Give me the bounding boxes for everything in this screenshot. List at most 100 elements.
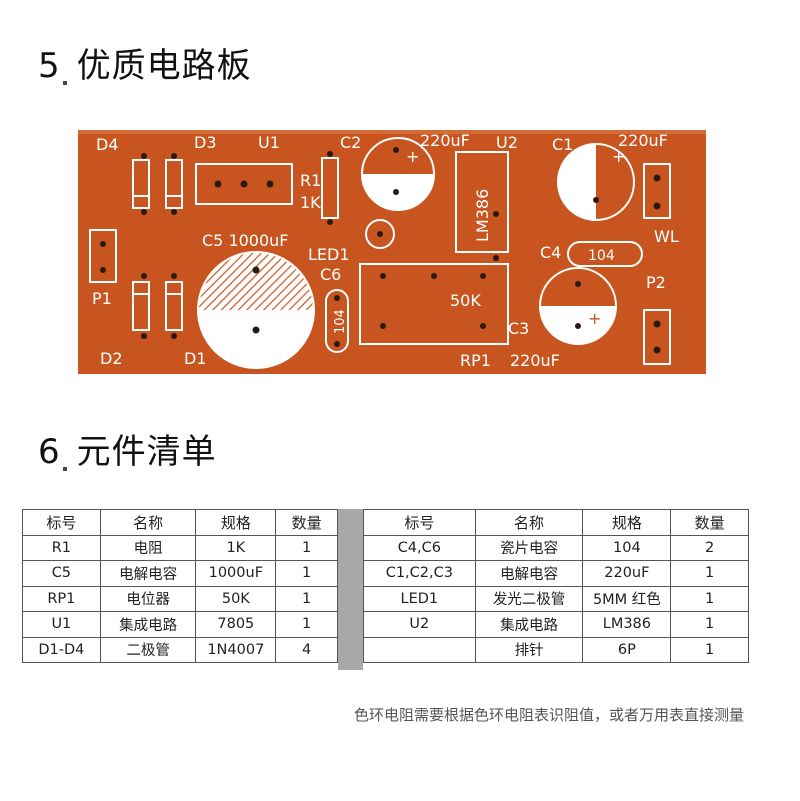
c1-plus-mark: +: [612, 147, 625, 166]
cell-qty: 1: [670, 560, 749, 587]
led1-footprint: [365, 219, 395, 249]
label-c2-value: 220uF: [420, 131, 470, 150]
cell-ref: LED1: [363, 585, 476, 612]
label-u1: U1: [258, 133, 280, 152]
table-row: C1,C2,C3 电解电容 220uF 1: [363, 560, 749, 587]
label-rp1: RP1: [460, 351, 491, 370]
cell-spec: 5MM 红色: [582, 585, 672, 612]
cell-ref: D1-D4: [22, 636, 101, 663]
cell-name: 电解电容: [474, 560, 584, 587]
cell-spec: 220uF: [582, 560, 672, 587]
label-c1-value: 220uF: [618, 131, 668, 150]
section-dot: [62, 467, 67, 471]
header-ref: 标号: [22, 509, 101, 536]
label-d2: D2: [100, 349, 123, 368]
board-edge: [78, 130, 706, 134]
header-name: 名称: [474, 509, 584, 536]
cell-name: 集成电路: [99, 611, 197, 638]
label-c1: C1: [552, 135, 573, 154]
table-row: C4,C6 瓷片电容 104 2: [363, 534, 749, 561]
cap-c1-footprint: [557, 143, 635, 221]
section-title: 优质电路板: [76, 46, 252, 86]
cell-spec: 1000uF: [195, 560, 277, 587]
label-c4-value: 104: [588, 248, 615, 264]
cell-ref: C4,C6: [363, 534, 476, 561]
c2-plus-mark: +: [406, 147, 419, 166]
cell-spec: 7805: [195, 611, 277, 638]
table-header-row: 标号 名称 规格 数量: [22, 509, 338, 536]
table-row: D1-D4 二极管 1N4007 4: [22, 636, 338, 663]
cell-ref: U2: [363, 611, 476, 638]
cell-name: 电解电容: [99, 560, 197, 587]
label-p1: P1: [92, 289, 112, 308]
label-c6: C6: [320, 265, 341, 284]
table-header-row: 标号 名称 规格 数量: [363, 509, 749, 536]
section-number: 5: [38, 46, 61, 86]
cell-qty: 1: [275, 534, 338, 561]
label-u2: U2: [496, 133, 518, 152]
cell-name: 二极管: [99, 636, 197, 663]
table-row: C5 电解电容 1000uF 1: [22, 560, 338, 587]
table-row: 排针 6P 1: [363, 636, 749, 663]
label-rp1-value: 50K: [450, 291, 481, 310]
cell-ref: U1: [22, 611, 101, 638]
header-ref: 标号: [363, 509, 476, 536]
cell-ref: R1: [22, 534, 101, 561]
cell-qty: 1: [670, 611, 749, 638]
pcb-board: + + + D4 D3 U1 R1 1K C2 220uF U2 LM386 C…: [78, 130, 706, 374]
cell-spec: 50K: [195, 585, 277, 612]
cell-ref: C5: [22, 560, 101, 587]
header-spec: 规格: [582, 509, 672, 536]
cell-name: 集成电路: [474, 611, 584, 638]
section-5-heading: 5 优质电路板: [38, 38, 252, 87]
cell-ref: C1,C2,C3: [363, 560, 476, 587]
section-title: 元件清单: [76, 432, 217, 472]
cap-c2-footprint: [361, 137, 435, 211]
label-c3-value: 220uF: [510, 351, 560, 370]
label-c6-value: 104: [333, 309, 348, 334]
cell-spec: 1K: [195, 534, 277, 561]
bom-table-left: 标号 名称 规格 数量 R1 电阻 1K 1 C5 电解电容 1000uF 1 …: [22, 509, 338, 663]
table-row: R1 电阻 1K 1: [22, 534, 338, 561]
table-row: U2 集成电路 LM386 1: [363, 611, 749, 638]
cell-name: 排针: [474, 636, 584, 663]
label-r1: R1: [300, 171, 321, 190]
cell-qty: 1: [275, 585, 338, 612]
label-d4: D4: [96, 135, 119, 154]
diode-d4-footprint: [89, 151, 671, 365]
cell-spec: 104: [582, 534, 672, 561]
label-c3: C3: [508, 319, 529, 338]
cell-name: 发光二极管: [474, 585, 584, 612]
table-divider: [338, 509, 363, 670]
cell-qty: 1: [275, 611, 338, 638]
label-r1-value: 1K: [300, 193, 321, 212]
label-c2: C2: [340, 133, 361, 152]
table-row: U1 集成电路 7805 1: [22, 611, 338, 638]
solder-pads: [100, 147, 661, 354]
section-dot: [62, 81, 67, 85]
pcb-photo: + + + D4 D3 U1 R1 1K C2 220uF U2 LM386 C…: [78, 130, 706, 374]
label-led1: LED1: [308, 245, 350, 264]
cell-qty: 2: [670, 534, 749, 561]
cell-name: 瓷片电容: [474, 534, 584, 561]
cell-qty: 4: [275, 636, 338, 663]
cell-name: 电阻: [99, 534, 197, 561]
label-d1: D1: [184, 349, 207, 368]
cell-spec: LM386: [582, 611, 672, 638]
label-u2-chip: LM386: [473, 189, 492, 242]
cell-spec: 6P: [582, 636, 672, 663]
cell-qty: 1: [670, 636, 749, 663]
cell-ref: RP1: [22, 585, 101, 612]
bom-table-right: 标号 名称 规格 数量 C4,C6 瓷片电容 104 2 C1,C2,C3 电解…: [363, 509, 749, 663]
label-c4: C4: [540, 243, 561, 262]
cap-c5-footprint: [197, 251, 315, 369]
cell-ref: [363, 636, 476, 663]
label-wl: WL: [654, 227, 679, 246]
label-p2: P2: [646, 273, 666, 292]
header-name: 名称: [99, 509, 197, 536]
cell-qty: 1: [670, 585, 749, 612]
cap-c3-footprint: [539, 267, 617, 345]
header-spec: 规格: [195, 509, 277, 536]
cell-name: 电位器: [99, 585, 197, 612]
